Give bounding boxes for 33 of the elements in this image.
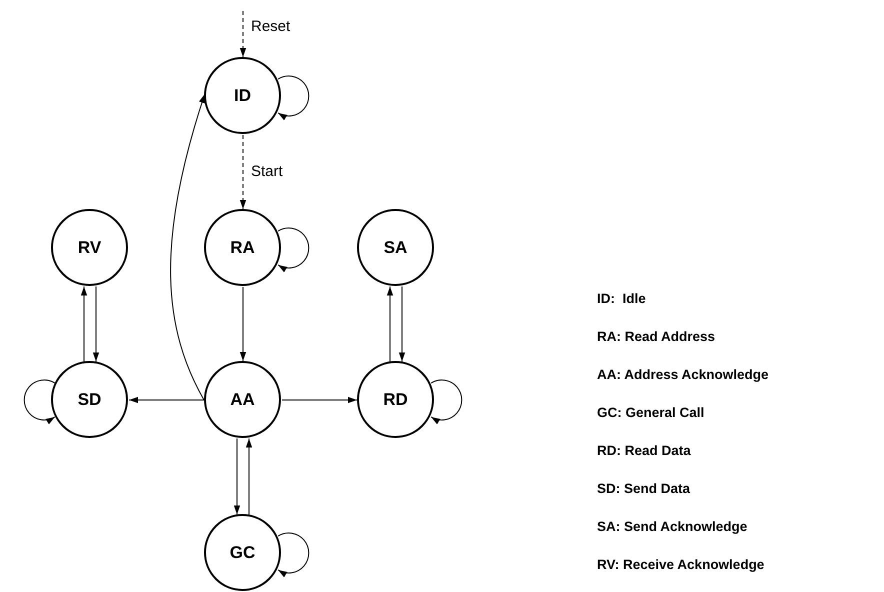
transition-arrow <box>386 286 394 362</box>
transition-arrow <box>128 396 204 404</box>
transition-arrow <box>398 286 406 362</box>
state-circle: GC <box>204 514 281 591</box>
state-circle: RD <box>357 361 434 438</box>
state-circle: RV <box>51 209 128 286</box>
self-loop-arrow <box>278 532 310 577</box>
transition-arrow <box>170 94 206 400</box>
state-circle: SA <box>357 209 434 286</box>
legend-entry: AA: Address Acknowledge <box>597 366 769 384</box>
legend-entry: SA: Send Acknowledge <box>597 518 748 536</box>
legend-entry: GC: General Call <box>597 404 706 422</box>
legend-entry: SD: Send Data <box>597 480 692 498</box>
state-circle: AA <box>204 361 281 438</box>
self-loop-arrow <box>430 380 462 424</box>
transition-arrow <box>240 134 246 210</box>
self-loop-arrow <box>278 228 310 272</box>
legend-entry: ID: Idle <box>597 290 647 308</box>
transition-arrow <box>80 286 88 362</box>
transition-arrow <box>92 286 100 362</box>
self-loop-arrow <box>278 76 310 120</box>
legend-entry: RA: Read Address <box>597 328 716 346</box>
state-circle: RA <box>204 209 281 286</box>
transition-arrow <box>234 438 240 515</box>
self-loop-arrow <box>24 380 56 424</box>
state-circle: ID <box>204 57 281 134</box>
legend-entry: RD: Read Data <box>597 442 692 460</box>
state-circle: SD <box>51 361 128 438</box>
transition-arrow <box>240 10 246 58</box>
transition-arrow <box>240 286 246 362</box>
transition-arrow <box>246 438 252 515</box>
transition-arrow <box>282 396 358 404</box>
legend-entry: RV: Receive Acknowledge <box>597 556 766 574</box>
